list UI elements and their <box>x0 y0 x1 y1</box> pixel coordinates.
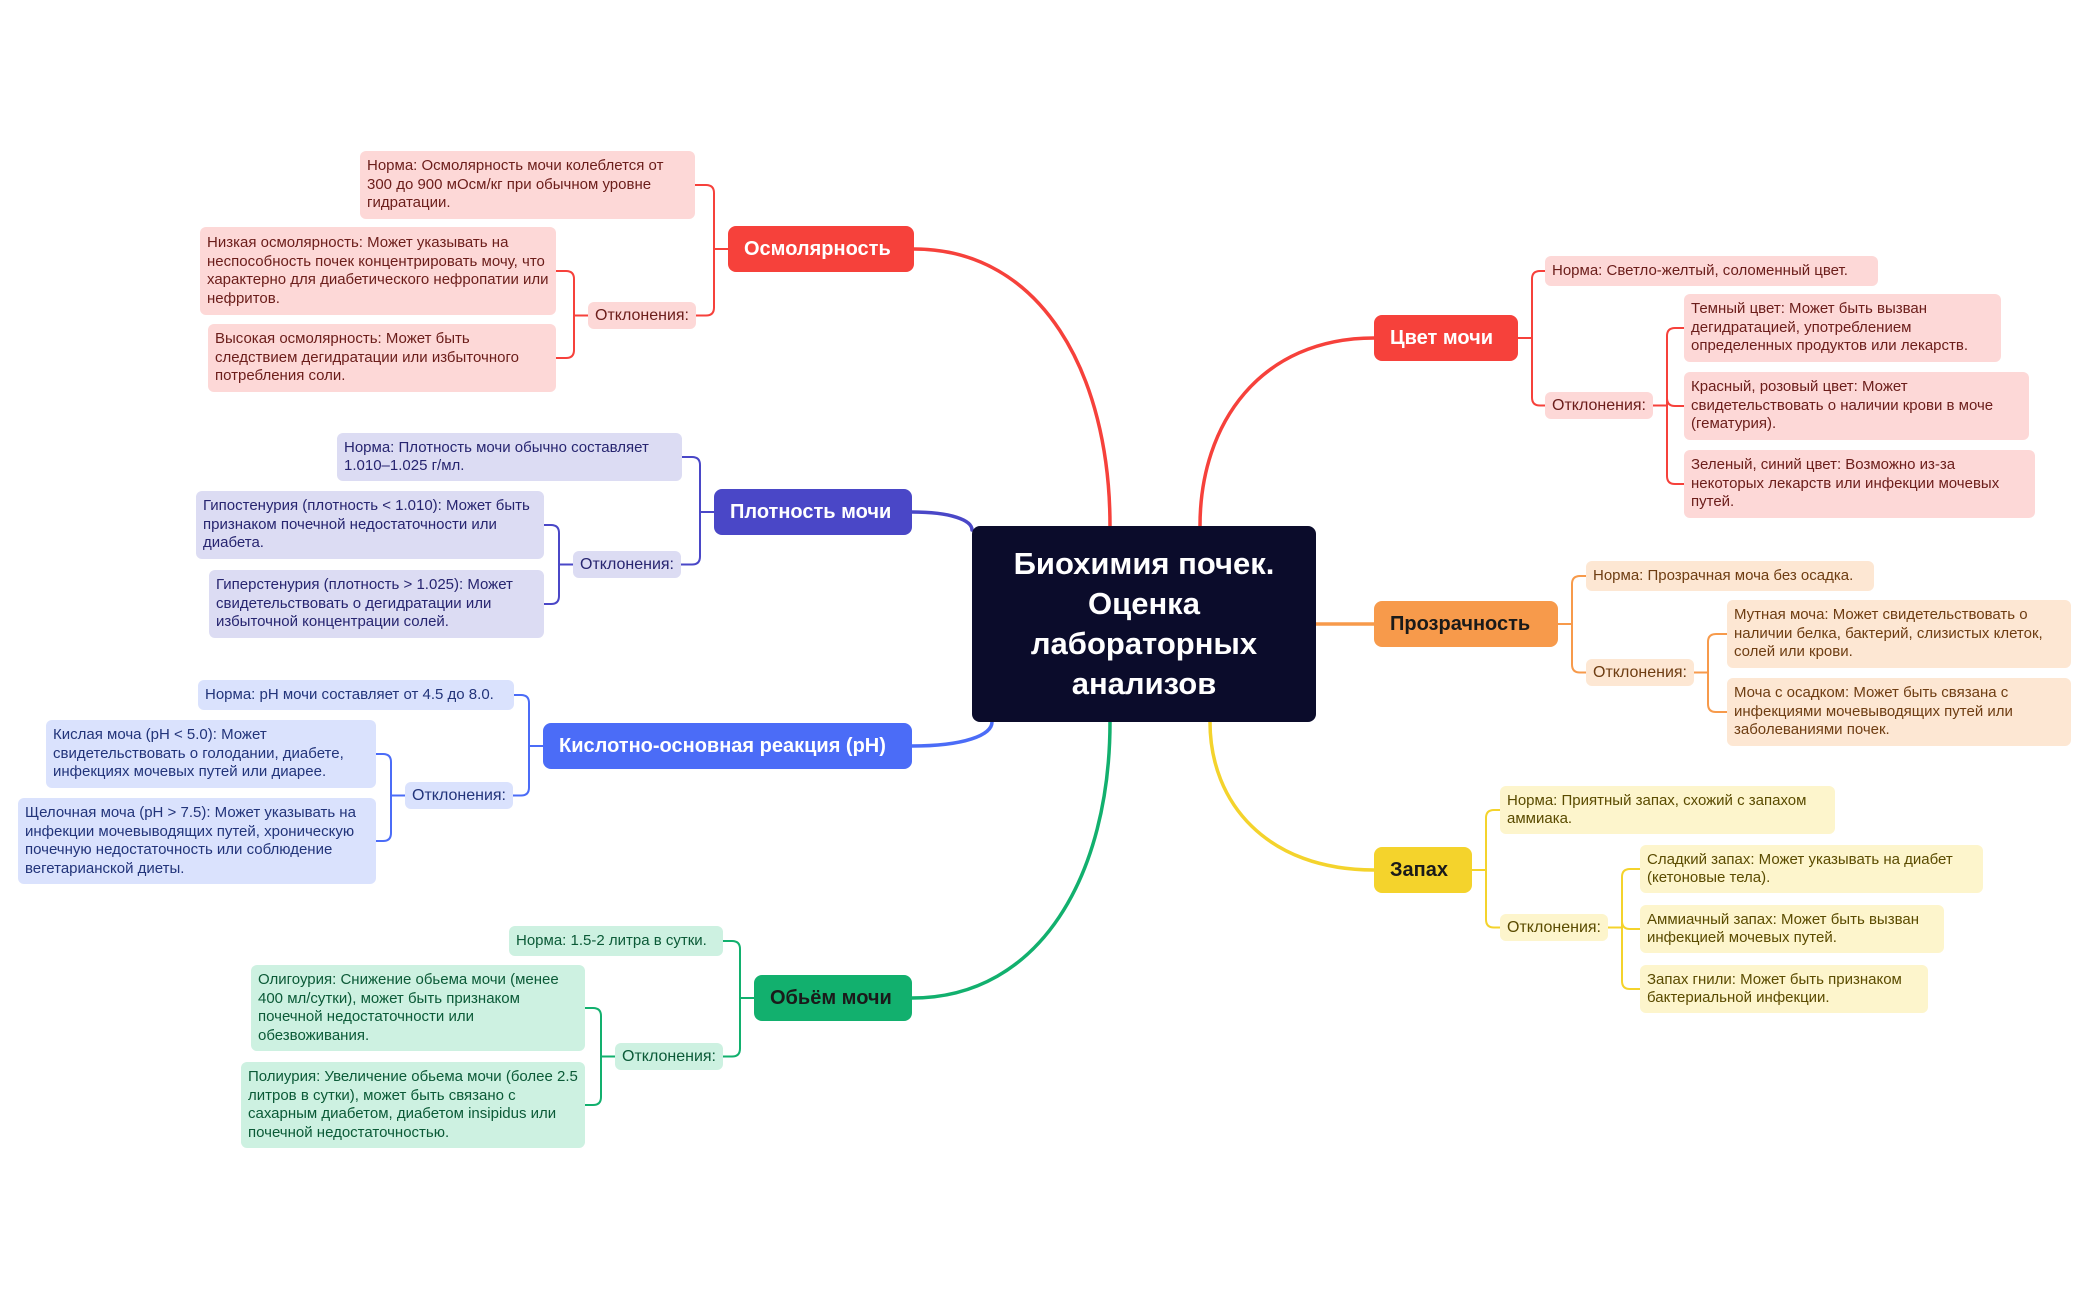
smell-norm[interactable]: Норма: Приятный запах, схожий с запахом … <box>1500 786 1835 834</box>
branch-ph-connector <box>910 720 994 748</box>
branch-urine-color[interactable]: Цвет мочи <box>1374 315 1518 361</box>
osmolarity-high[interactable]: Высокая осмолярность: Может быть следств… <box>208 324 556 392</box>
density-bracket <box>680 456 715 566</box>
osmolarity-low[interactable]: Низкая осмолярность: Может указывать на … <box>200 227 556 315</box>
ph-bracket <box>512 694 544 797</box>
branch-density-connector <box>910 510 974 532</box>
smell-ammonia[interactable]: Аммиачный запах: Может быть вызван инфек… <box>1640 905 1944 953</box>
ph-alkaline[interactable]: Щелочная моча (pH > 7.5): Может указыват… <box>18 798 376 884</box>
ph-deviations[interactable]: Отклонения: <box>405 782 513 809</box>
density-dev-bracket <box>543 524 574 605</box>
smell-deviations[interactable]: Отклонения: <box>1500 914 1608 941</box>
color-norm[interactable]: Норма: Светло-желтый, соломенный цвет. <box>1545 256 1878 286</box>
density-hypersthenuria[interactable]: Гиперстенурия (плотность > 1.025): Может… <box>209 570 544 638</box>
density-deviations[interactable]: Отклонения: <box>573 551 681 578</box>
density-hyposthenuria[interactable]: Гипостенурия (плотность < 1.010): Может … <box>196 491 544 559</box>
ph-dev-bracket <box>375 753 406 842</box>
smell-dev-bracket <box>1607 868 1641 990</box>
clarity-deviations[interactable]: Отклонения: <box>1586 659 1694 686</box>
clarity-norm[interactable]: Норма: Прозрачная моча без осадка. <box>1586 561 1874 591</box>
smell-sweet[interactable]: Сладкий запах: Может указывать на диабет… <box>1640 845 1983 893</box>
branch-ph[interactable]: Кислотно-основная реакция (pH) <box>543 723 912 769</box>
branch-smell-connector <box>1208 720 1376 872</box>
central-topic[interactable]: Биохимия почек. Оценка лабораторных анал… <box>972 526 1316 722</box>
branch-volume-connector <box>910 720 1112 1000</box>
density-norm[interactable]: Норма: Плотность мочи обычно составляет … <box>337 433 682 481</box>
clarity-cloudy[interactable]: Мутная моча: Может свидетельствовать о н… <box>1727 600 2071 668</box>
osmolarity-dev-bracket <box>555 270 589 359</box>
osmolarity-bracket <box>694 184 729 317</box>
branch-clarity[interactable]: Прозрачность <box>1374 601 1558 647</box>
volume-deviations[interactable]: Отклонения: <box>615 1043 723 1070</box>
branch-urine-color-connector <box>1198 336 1376 528</box>
volume-norm[interactable]: Норма: 1.5-2 литра в сутки. <box>509 926 723 956</box>
branch-osmolarity[interactable]: Осмолярность <box>728 226 914 272</box>
smell-rotten[interactable]: Запах гнили: Может быть признаком бактер… <box>1640 965 1928 1013</box>
clarity-sediment[interactable]: Моча с осадком: Может быть связана с инф… <box>1727 678 2071 746</box>
branch-density[interactable]: Плотность мочи <box>714 489 912 535</box>
volume-dev-bracket <box>584 1007 616 1106</box>
branch-volume[interactable]: Обьём мочи <box>754 975 912 1021</box>
ph-norm[interactable]: Норма: pH мочи составляет от 4.5 до 8.0. <box>198 680 514 710</box>
volume-polyuria[interactable]: Полиурия: Увеличение обьема мочи (более … <box>241 1062 585 1148</box>
branch-osmolarity-connector <box>912 247 1112 528</box>
clarity-bracket <box>1557 575 1587 674</box>
smell-bracket <box>1471 809 1501 929</box>
color-bracket <box>1517 270 1546 407</box>
ph-acidic[interactable]: Кислая моча (pH < 5.0): Может свидетельс… <box>46 720 376 788</box>
volume-oliguria[interactable]: Олигоурия: Снижение обьема мочи (менее 4… <box>251 965 585 1051</box>
color-dark[interactable]: Темный цвет: Может быть вызван дегидрата… <box>1684 294 2001 362</box>
volume-bracket <box>722 940 755 1058</box>
branch-smell[interactable]: Запах <box>1374 847 1472 893</box>
color-green[interactable]: Зеленый, синий цвет: Возможно из-за неко… <box>1684 450 2035 518</box>
osmolarity-norm[interactable]: Норма: Осмолярность мочи колеблется от 3… <box>360 151 695 219</box>
color-dev-bracket <box>1652 327 1685 485</box>
osmolarity-deviations[interactable]: Отклонения: <box>588 302 696 329</box>
color-deviations[interactable]: Отклонения: <box>1545 392 1653 419</box>
color-red[interactable]: Красный, розовый цвет: Может свидетельст… <box>1684 372 2029 440</box>
clarity-dev-bracket <box>1693 633 1728 713</box>
